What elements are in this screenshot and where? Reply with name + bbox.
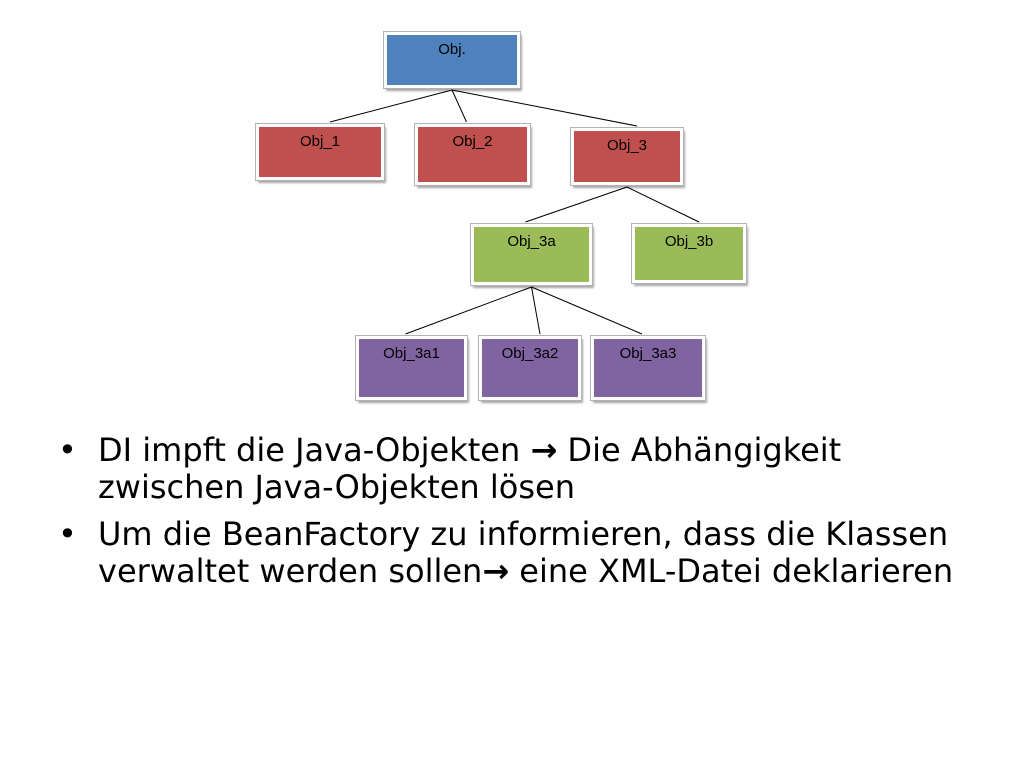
node-label: Obj_3 xyxy=(606,137,648,154)
bullet-list: • DI impft die Java-Objekten → Die Abhän… xyxy=(56,432,956,600)
bullet-symbol: • xyxy=(58,515,77,553)
node-label: Obj_3a1 xyxy=(383,345,440,362)
node-obj-3b: Obj_3b xyxy=(631,223,747,284)
connector-obj_3-obj_3a xyxy=(525,186,628,223)
diagram-connectors xyxy=(329,89,700,335)
node-obj-1: Obj_1 xyxy=(255,123,385,181)
connector-obj_3a-obj_3a1 xyxy=(405,286,532,335)
node-label: Obj_1 xyxy=(299,133,341,150)
bullet-symbol: • xyxy=(58,431,77,469)
node-obj-3a: Obj_3a xyxy=(470,223,593,286)
bullet-1-text-end: Die Abhängigkeit zwischen Java-Objekten … xyxy=(98,431,842,506)
connector-obj-obj_1 xyxy=(329,89,453,123)
connector-obj_3a-obj_3a3 xyxy=(531,286,643,335)
connector-obj_3-obj_3b xyxy=(626,186,700,223)
bullet-item-2: • Um die BeanFactory zu informieren, das… xyxy=(56,516,956,590)
connector-obj_3a-obj_3a2 xyxy=(531,286,541,335)
node-label: Obj_3a xyxy=(507,233,556,250)
node-label: Obj_2 xyxy=(452,133,493,150)
bullet-2-text-end: eine XML-Datei deklarieren xyxy=(509,552,954,590)
node-obj-3a1: Obj_3a1 xyxy=(355,335,468,401)
bullet-item-1: • DI impft die Java-Objekten → Die Abhän… xyxy=(56,432,956,506)
node-label: Obj_3a2 xyxy=(501,345,559,362)
arrow-right-icon: → xyxy=(482,552,510,590)
bullet-2-text-start: Um die BeanFactory zu informieren, dass … xyxy=(98,515,949,590)
connector-obj-obj_2 xyxy=(451,89,467,123)
node-label: Obj_3b xyxy=(664,233,714,250)
node-label: Obj_3a3 xyxy=(619,345,677,362)
bullet-1-text-start: DI impft die Java-Objekten xyxy=(98,431,531,469)
node-obj-3: Obj_3 xyxy=(570,127,684,186)
node-label: Obj. xyxy=(438,41,466,58)
node-obj-3a2: Obj_3a2 xyxy=(478,335,582,401)
connector-obj-obj_3 xyxy=(451,89,638,127)
arrow-right-icon: → xyxy=(530,431,558,469)
node-obj: Obj. xyxy=(383,31,521,89)
node-obj-2: Obj_2 xyxy=(414,123,531,186)
hierarchy-diagram: Obj. Obj_1 Obj_2 Obj_3 Obj_3a Obj_3b Obj… xyxy=(255,31,747,401)
node-obj-3a3: Obj_3a3 xyxy=(590,335,706,401)
